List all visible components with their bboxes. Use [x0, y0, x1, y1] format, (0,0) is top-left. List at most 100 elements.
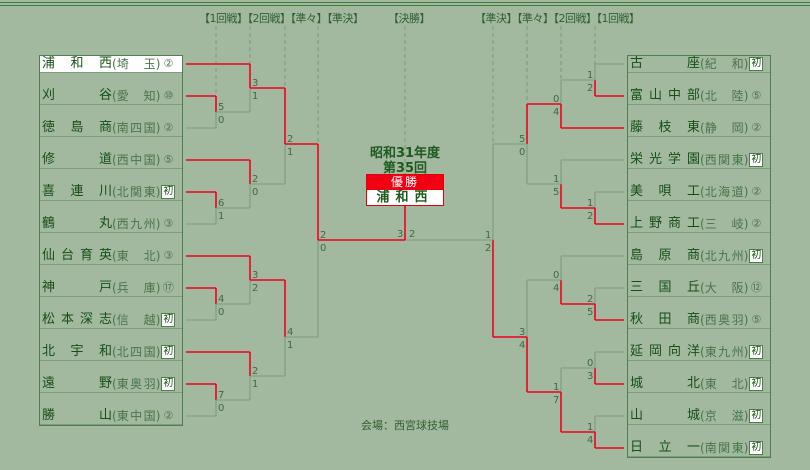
paren-open: (: [112, 185, 117, 199]
team-row[interactable]: 栄光学園(西関東)初: [628, 152, 770, 168]
appearance-badge: ②: [751, 121, 762, 134]
team-row[interactable]: 仙台育英(東北)③: [40, 248, 182, 264]
team-prefecture: 北四国: [116, 345, 156, 359]
team-prefecture: 西中国: [116, 153, 156, 167]
score-label: 3: [519, 327, 525, 338]
appearance-badge: ⑤: [751, 313, 762, 326]
team-name: 浦和西: [42, 56, 112, 71]
paren-open: (: [700, 153, 705, 167]
score-label: 1: [252, 91, 258, 102]
paren-close: ): [743, 313, 749, 327]
paren-open: (: [700, 345, 705, 359]
team-row[interactable]: 日立一(南関東)初: [628, 440, 770, 456]
paren-open: (: [112, 217, 117, 231]
paren-open: (: [700, 313, 705, 327]
champion-box: 優勝 浦和西: [366, 174, 444, 206]
score-label: 6: [218, 198, 224, 209]
paren-open: (: [700, 121, 705, 135]
team-prefecture: 東奥羽: [116, 377, 156, 391]
team-row[interactable]: 北宇和(北四国)初: [40, 344, 182, 360]
score-label: 1: [587, 70, 593, 81]
appearance-badge: ⑫: [750, 281, 762, 294]
team-name: 三国丘: [630, 280, 700, 295]
score-label: 7: [553, 395, 559, 406]
paren-close: ): [155, 89, 161, 103]
score-label: 4: [553, 283, 559, 294]
team-row[interactable]: 勝山(東中国)②: [40, 408, 182, 424]
team-row[interactable]: 遠野(東奥羽)初: [40, 376, 182, 392]
score-label: 1: [287, 340, 293, 351]
team-row[interactable]: 鶴丸(西九州)③: [40, 216, 182, 232]
team-prefecture: 北関東: [116, 185, 156, 199]
right-team-list: 古座(紀和)初富山中部(北陸)⑤ 藤枝東(静岡)② 栄光学園(西関東)初美唄工(北海…: [627, 55, 771, 458]
team-row[interactable]: 延岡向洋(東九州)初: [628, 344, 770, 360]
team-name: 神戸: [42, 280, 112, 295]
score-label: 0: [320, 243, 326, 254]
appearance-badge: 初: [749, 249, 764, 263]
team-row[interactable]: 藤枝東(静岡)②: [628, 120, 770, 136]
team-prefecture: 北海道: [704, 185, 744, 199]
paren-open: (: [112, 409, 117, 423]
team-row[interactable]: 島原商(北九州)初: [628, 248, 770, 264]
team-name: 秋田商: [630, 312, 700, 327]
score-label: 2: [252, 174, 258, 185]
team-prefecture: 東北: [116, 249, 156, 263]
team-row[interactable]: 徳島商(南四国)②: [40, 120, 182, 136]
team-row[interactable]: 山城(京滋)初: [628, 408, 770, 424]
team-row[interactable]: 美唄工(北海道)②: [628, 184, 770, 200]
left-team-list: 浦和西(埼玉)② 刈谷(愛知)⑩ 徳島商(南四国)② 修道(西中国)⑤ 喜連川(北関東)…: [39, 55, 183, 426]
team-row[interactable]: 松本深志(信越)初: [40, 312, 182, 328]
score-label: 4: [553, 107, 559, 118]
team-name: 松本深志: [42, 312, 112, 327]
appearance-badge: 初: [161, 313, 176, 327]
score-label: 1: [553, 174, 559, 185]
paren-open: (: [700, 441, 705, 455]
paren-open: (: [700, 89, 705, 103]
score-label: 1: [553, 382, 559, 393]
team-name: 勝山: [42, 408, 112, 423]
paren-close: ): [743, 281, 749, 295]
team-row[interactable]: 秋田商(西奥羽)⑤: [628, 312, 770, 328]
score-label: 0: [587, 358, 593, 369]
team-row[interactable]: 修道(西中国)⑤: [40, 152, 182, 168]
team-name: 遠野: [42, 376, 112, 391]
score-label: 2: [587, 211, 593, 222]
team-row[interactable]: 城北(東北)初: [628, 376, 770, 392]
paren-open: (: [700, 377, 705, 391]
paren-close: ): [743, 185, 749, 199]
score-label: 0: [218, 307, 224, 318]
score-label: 4: [287, 327, 293, 338]
left-round-headers: 【1回戦】【2回戦】【準々】【準決】: [199, 12, 364, 25]
team-prefecture: 西奥羽: [704, 313, 744, 327]
appearance-badge: 初: [749, 153, 764, 167]
paren-open: (: [700, 57, 705, 71]
paren-open: (: [112, 249, 117, 263]
score-label: 0: [218, 115, 224, 126]
team-row[interactable]: 浦和西(埼玉)②: [40, 56, 182, 72]
appearance-badge: 初: [161, 345, 176, 359]
team-row[interactable]: 富山中部(北陸)⑤: [628, 88, 770, 104]
team-prefecture: 静岡: [704, 121, 744, 135]
team-row[interactable]: 三国丘(大阪)⑫: [628, 280, 770, 296]
paren-close: ): [743, 89, 749, 103]
team-row[interactable]: 上野商工(三岐)②: [628, 216, 770, 232]
team-prefecture: 東中国: [116, 409, 156, 423]
team-prefecture: 信越: [116, 313, 156, 327]
paren-close: ): [155, 121, 161, 135]
team-row[interactable]: 刈谷(愛知)⑩: [40, 88, 182, 104]
appearance-badge: 初: [161, 185, 176, 199]
edition-title: 第35回: [382, 161, 428, 176]
team-name: 徳島商: [42, 120, 112, 135]
final-score: 3: [397, 229, 403, 240]
team-prefecture: 兵庫: [116, 281, 156, 295]
team-prefecture: 東九州: [704, 345, 744, 359]
team-row[interactable]: 喜連川(北関東)初: [40, 184, 182, 200]
appearance-badge: ③: [163, 217, 174, 230]
team-row[interactable]: 神戸(兵庫)⑰: [40, 280, 182, 296]
score-label: 1: [252, 379, 258, 390]
appearance-badge: 初: [749, 377, 764, 391]
paren-close: ): [743, 409, 749, 423]
paren-close: ): [743, 57, 749, 71]
team-name: 北宇和: [42, 344, 112, 359]
team-row[interactable]: 古座(紀和)初: [628, 56, 770, 72]
